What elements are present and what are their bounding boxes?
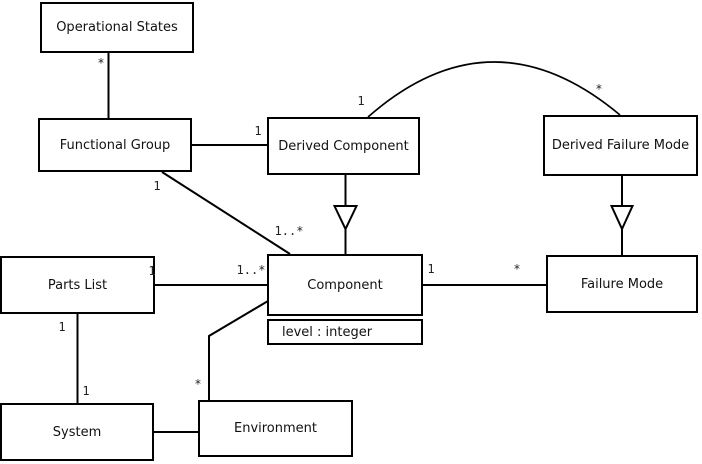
class-attribute-box-component[interactable]: level : integer <box>267 319 423 345</box>
class-label-derived-component: Derived Component <box>278 138 409 154</box>
edge-component-environment <box>208 300 269 401</box>
multiplicity-arc-star: * <box>595 82 603 96</box>
class-box-operational-states[interactable]: Operational States <box>40 2 194 53</box>
class-label-parts-list: Parts List <box>47 277 108 293</box>
generalization-triangle-failure-mode-icon <box>609 205 635 232</box>
class-box-failure-mode[interactable]: Failure Mode <box>546 255 698 313</box>
edge-derived-component-derived-failure-mode-arc <box>367 61 621 118</box>
multiplicity-functional-group-one: 1 <box>153 179 161 193</box>
class-box-system[interactable]: System <box>0 403 154 461</box>
multiplicity-component-one-to-many-horizontal: 1..* <box>236 263 266 277</box>
multiplicity-operational-states-star: * <box>97 56 105 70</box>
class-label-failure-mode: Failure Mode <box>580 276 664 292</box>
class-label-environment: Environment <box>233 421 317 436</box>
multiplicity-arc-one: 1 <box>357 94 365 108</box>
class-box-component[interactable]: Component <box>267 254 423 316</box>
multiplicity-parts-list-system-one-bottom: 1 <box>82 384 90 398</box>
class-box-derived-component[interactable]: Derived Component <box>267 117 420 175</box>
class-box-parts-list[interactable]: Parts List <box>0 256 155 314</box>
class-box-derived-failure-mode[interactable]: Derived Failure Mode <box>543 115 698 176</box>
multiplicity-component-one: 1 <box>427 262 435 276</box>
class-label-system: System <box>52 424 102 440</box>
class-label-derived-failure-mode: Derived Failure Mode <box>551 138 690 153</box>
multiplicity-component-one-to-many-diagonal: 1..* <box>274 224 304 238</box>
multiplicity-environment-star: * <box>194 377 202 391</box>
multiplicity-parts-list-system-one-top: 1 <box>58 320 66 334</box>
component-attribute-level: level : integer <box>282 324 373 340</box>
multiplicity-derived-component-one: 1 <box>254 124 262 138</box>
multiplicity-parts-list-one: 1 <box>148 264 156 278</box>
class-box-functional-group[interactable]: Functional Group <box>38 118 192 172</box>
class-label-functional-group: Functional Group <box>59 137 171 153</box>
class-label-component: Component <box>307 277 383 293</box>
class-label-operational-states: Operational States <box>56 20 178 35</box>
edge-functional-group-component <box>161 171 291 255</box>
class-box-environment[interactable]: Environment <box>198 400 353 457</box>
multiplicity-failure-mode-star: * <box>513 262 521 276</box>
generalization-triangle-component-icon <box>332 205 359 232</box>
